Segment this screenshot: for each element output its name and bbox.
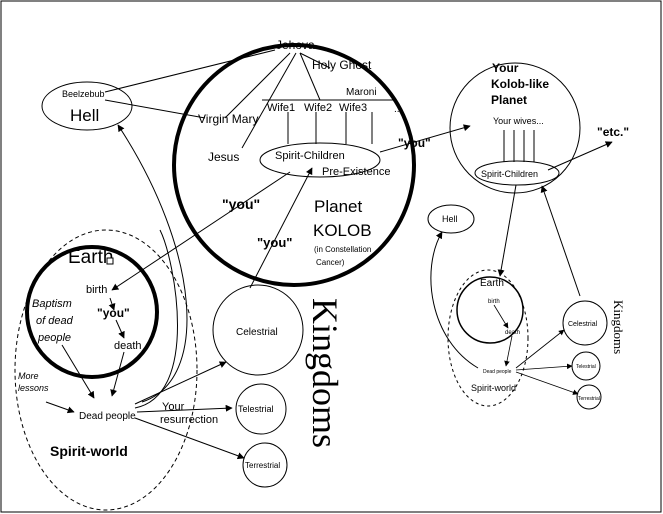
small-dead-people-label: Dead people [483,369,512,375]
you-up-label: "you" [257,235,292,250]
earth-circle [25,245,159,379]
kolob-label: KOLOB [313,221,372,240]
small-spirit-children-label: Spirit-Children [481,169,538,179]
planet-kolob-circle [172,43,416,287]
hell-label: Hell [70,106,99,125]
spirit-children-ellipse [259,142,381,178]
small-telestrial-label: Telestrial [576,364,596,370]
you-down-label: "you" [222,196,260,212]
your-wives-label: Your wives... [493,116,544,126]
cancer-label: Cancer) [316,258,345,267]
more-lessons-arrow [45,401,75,414]
dead-people-label: Dead people [79,411,136,422]
resurrection-label: resurrection [160,414,218,426]
your-planet-label-1: Your [492,61,519,75]
jehova-mary-line [224,52,291,119]
terrestrial-circle [242,442,288,488]
small-terrestrial-label: Terrestrial [578,396,600,402]
jehova-holyghost-line [299,52,331,69]
celestrial-label: Celestrial [236,327,278,338]
death-label: death [114,340,142,352]
kingdoms-vertical-label: Kingdoms [305,298,345,448]
more-lessons-2: lessons [18,383,49,393]
small-celestrial-label: Celestrial [568,321,598,328]
your-planet-label-2: Kolob-like [491,77,549,91]
baptism-label-2: of dead [36,315,74,327]
jehova-beelzebub-line [104,49,276,93]
small-death-label: death [505,330,520,336]
small-celestrial-circle [562,300,608,346]
birth-label: birth [86,284,107,296]
telestrial-circle [235,383,287,435]
you-up-arrow [249,167,313,289]
dead-to-hell-loop [134,229,178,409]
spirit-children-label: Spirit-Children [275,150,345,162]
etc-label: "etc." [597,125,629,139]
small-hell-ellipse [427,204,475,234]
jehova-wives-line [299,52,321,101]
beelzebub-label: Beelzebub [62,89,105,99]
baptism-label-1: Baptism [32,298,72,310]
spirit-world-label: Spirit-world [50,443,128,459]
your-label: Your [162,401,185,413]
small-spirit-world-label: Spirit-world [471,383,516,393]
dead-to-hell-arrow [117,124,188,403]
maroni-label: Maroni [346,87,377,98]
earth-marker [106,257,114,265]
wife1-label: Wife1 [267,102,295,114]
wife2-label: Wife2 [304,102,332,114]
etc-arrow [547,141,613,171]
your-planet-label-3: Planet [491,93,527,107]
small-terrestrial-circle [576,384,602,410]
small-spirit-world-ellipse [447,269,529,407]
to-terrestrial-arrow [134,417,245,460]
terrestrial-label: Terrestrial [245,461,280,470]
jehova-label: Jehova [276,38,315,52]
to-telestrial-arrow [136,404,233,413]
hell-ellipse [41,81,133,131]
small-celestrial-up-arrow [540,185,581,297]
planet-label: Planet [314,197,362,216]
earth-label: Earth [68,247,113,268]
virgin-mary-label: Virgin Mary [198,112,258,126]
small-kingdoms-vertical-label: Kingdoms [611,300,626,354]
jesus-label: Jesus [208,150,239,164]
baptism-label-3: people [37,332,71,344]
you-earth-label: "you" [97,306,130,320]
death-to-dead-arrow [110,351,125,397]
ellipsis-label: ... [394,104,402,115]
small-earth-label: Earth [480,278,504,289]
celestrial-circle [212,284,304,376]
pre-existence-label: Pre-Existence [322,166,390,178]
spirit-world-ellipse [14,229,198,511]
small-spirit-children-ellipse [474,160,560,186]
small-hell-label: Hell [442,214,458,224]
beelzebub-mary-line [104,99,206,119]
in-constellation-label: (in Constellation [314,245,371,254]
wife3-label: Wife3 [339,102,367,114]
small-birth-label: birth [488,299,500,305]
to-celestrial-arrow [134,361,227,405]
you-to-planet-label: "you" [398,136,431,150]
telestrial-label: Telestrial [238,404,274,414]
small-dead-to-hell-arrow [430,231,479,369]
you-to-earth-arrow [111,171,291,291]
you-to-planet-arrow [379,124,471,153]
small-to-earth-arrow [497,184,517,277]
more-lessons-1: More [18,371,39,381]
holy-ghost-label: Holy Ghost [312,58,372,72]
baptism-arrow [61,344,95,399]
small-earth-circle [456,276,524,344]
